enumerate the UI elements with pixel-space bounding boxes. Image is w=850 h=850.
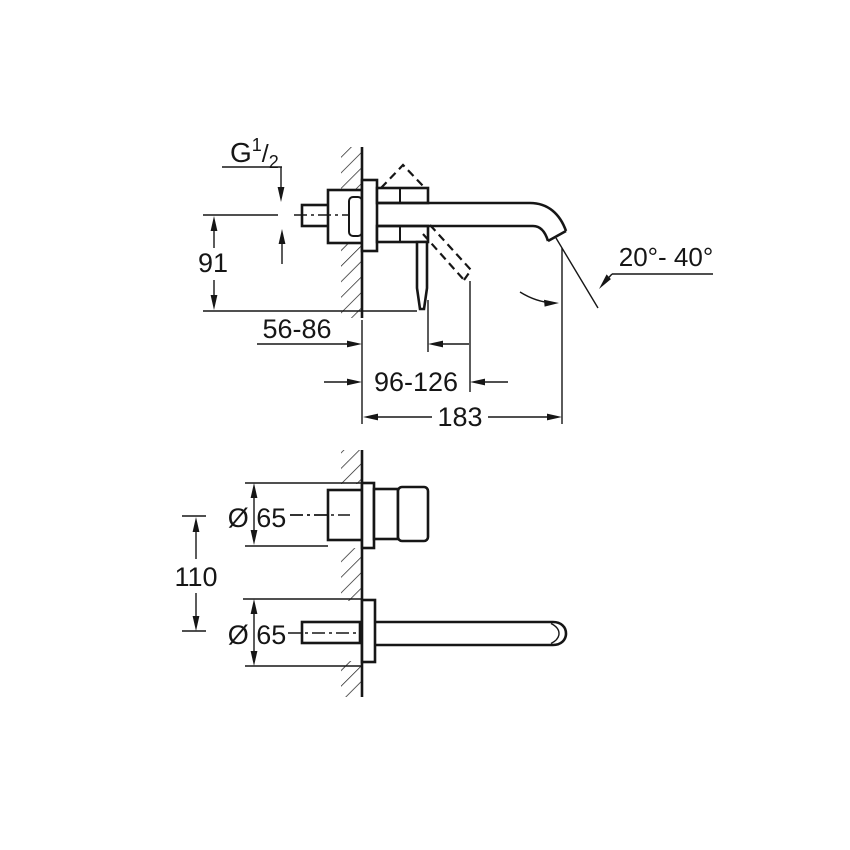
- handle-escutcheon: [360, 481, 376, 550]
- dimension-thread: G1/2: [222, 135, 286, 264]
- water-stream-line: [555, 237, 599, 309]
- lever-alternate-positions: [380, 163, 472, 281]
- body-block-lower: [375, 224, 430, 244]
- arrowhead-up: [250, 483, 258, 498]
- dim-label-dia-65-top: Ø 65: [228, 503, 287, 533]
- dimension-angle-20-40: 20°- 40°: [519, 237, 714, 309]
- arrowhead-left: [470, 378, 485, 386]
- wall-hatching-bottom-view: [341, 450, 364, 697]
- arrowhead-down: [192, 616, 200, 631]
- hatch-area: [341, 147, 362, 191]
- arrowhead-left: [428, 340, 443, 348]
- dim-label-110: 110: [174, 562, 217, 592]
- dim-label-angle: 20°- 40°: [619, 242, 714, 272]
- lever-handle: [415, 240, 429, 311]
- spout-bottom-edge: [377, 224, 550, 242]
- hatch-area: [341, 242, 362, 318]
- body-block-upper: [375, 186, 430, 205]
- dim-label-91: 91: [198, 248, 228, 278]
- dimension-handle-diameter: Ø 65: [228, 482, 362, 547]
- arrowhead-down: [277, 187, 285, 202]
- arrowhead-down-left: [599, 274, 611, 289]
- dim-label-56-86: 56-86: [262, 314, 331, 344]
- spout-top-edge: [377, 201, 568, 232]
- arrowhead-up: [210, 216, 218, 231]
- spout-outlet-face: [547, 229, 567, 243]
- lever-tilted-tip-dashed: [463, 269, 472, 281]
- top-view-side-elevation: G1/2 91 56-86: [198, 135, 713, 432]
- spout-tube-end-detail: [550, 622, 560, 645]
- lever-tilted-dashed: [429, 224, 472, 271]
- dimension-height-91: 91: [198, 214, 417, 312]
- escutcheon-plate: [360, 178, 379, 253]
- arrowhead-up: [278, 229, 286, 244]
- handle-raised-dashed: [380, 163, 426, 189]
- spout: [377, 201, 568, 243]
- handle-neck: [372, 487, 400, 541]
- handle-knob: [396, 485, 430, 543]
- dimension-lever-96-126: 96-126: [324, 281, 508, 397]
- lever-tilted-dashed: [422, 233, 465, 281]
- hatch-area: [341, 548, 362, 601]
- hatch-area: [341, 450, 362, 484]
- bottom-view-plan: Ø 65 Ø 65 110: [174, 450, 568, 697]
- arrowhead-right: [544, 299, 559, 307]
- arrowhead-up: [250, 599, 258, 614]
- arrowhead-up: [192, 517, 200, 532]
- arrowhead-down: [210, 295, 218, 310]
- dim-label-183: 183: [437, 402, 482, 432]
- arrowhead-right: [347, 340, 362, 348]
- thread-label: G1/2: [230, 135, 279, 172]
- arrowhead-left: [363, 413, 378, 421]
- spout-tube: [375, 620, 568, 647]
- arrowhead-down: [250, 651, 258, 666]
- hatch-area: [341, 661, 362, 697]
- spout-plan: [288, 598, 568, 664]
- dim-label-96-126: 96-126: [374, 367, 458, 397]
- dimension-center-distance-110: 110: [174, 515, 218, 632]
- arrowhead-down: [250, 530, 258, 545]
- spout-escutcheon: [360, 598, 377, 664]
- dimension-length-183: 183: [361, 248, 563, 432]
- dim-label-dia-65-bottom: Ø 65: [228, 620, 287, 650]
- dimension-depth-56-86: 56-86: [257, 300, 469, 352]
- arrowhead-right: [347, 378, 362, 386]
- arrowhead-right: [547, 413, 562, 421]
- handle-assembly-plan: [290, 481, 430, 550]
- dimension-spout-diameter: Ø 65: [228, 598, 362, 667]
- concealed-body: [326, 188, 364, 245]
